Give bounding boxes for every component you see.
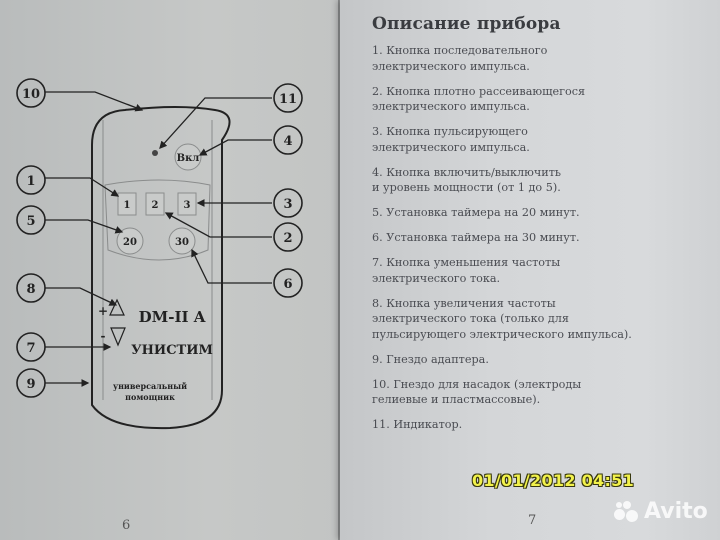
right-page — [340, 0, 720, 540]
minus-button — [110, 327, 126, 347]
page-number-right: 7 — [528, 513, 537, 528]
callout-3 — [273, 188, 303, 218]
callout-6 — [273, 268, 303, 298]
on-button-label: Вкл — [177, 153, 200, 164]
list-item: 6. Установка таймера на 30 минут. — [372, 231, 580, 244]
description-list: 1. Кнопка последовательного электрическо… — [372, 43, 702, 442]
camera-timestamp: 01/01/2012 04:51 — [472, 471, 635, 490]
device-diagram: Вкл 1 2 3 20 30 + - DM-II A УНИСТИМ унив… — [16, 78, 303, 430]
callout-9 — [16, 368, 46, 398]
indicator-led — [152, 150, 158, 156]
tagline-line2: помощник — [125, 392, 175, 402]
leader-8 — [45, 287, 118, 306]
callout-5 — [16, 205, 46, 235]
callout-8 — [16, 273, 46, 303]
list-item: 2. Кнопка плотно рассеивающегося электри… — [372, 84, 586, 114]
model-label: DM-II A — [139, 308, 206, 326]
callout-7 — [16, 332, 46, 362]
leader-11 — [159, 97, 272, 149]
list-item: 11. Индикатор. — [372, 418, 463, 431]
callout-10-label: 10 — [22, 87, 40, 102]
callout-11 — [273, 83, 303, 113]
page-title: Описание прибора — [372, 14, 561, 34]
watermark-text: Avito — [644, 499, 708, 524]
device-body — [91, 106, 231, 430]
callout-4 — [273, 125, 303, 155]
list-item: 8. Кнопка увеличения частоты электрическ… — [372, 296, 632, 341]
button-panel — [104, 179, 211, 261]
page-number-left: 6 — [122, 518, 131, 533]
mode2-button — [145, 192, 165, 216]
leader-1 — [45, 177, 120, 197]
plus-label: + — [98, 304, 108, 318]
mode3-label: 3 — [184, 200, 191, 211]
mode2-label: 2 — [152, 200, 159, 211]
callout-1-label: 1 — [26, 174, 35, 189]
callout-10 — [16, 78, 46, 108]
avito-logo-icon — [614, 500, 640, 523]
timer20-button — [116, 227, 144, 255]
list-item: 1. Кнопка последовательного электрическо… — [372, 44, 548, 73]
callout-4-label: 4 — [283, 134, 292, 149]
leader-2 — [164, 212, 272, 238]
timer30-button — [168, 227, 196, 255]
list-item: 9. Гнездо адаптера. — [372, 352, 489, 366]
on-button — [174, 143, 202, 171]
callout-2-label: 2 — [283, 231, 292, 246]
callout-9-label: 9 — [26, 377, 35, 392]
callout-1 — [16, 165, 46, 195]
leader-6 — [191, 248, 272, 284]
mode3-button — [177, 192, 197, 216]
callout-7-label: 7 — [26, 341, 35, 356]
timer30-label: 30 — [175, 237, 189, 248]
tagline-line1: универсальный — [113, 381, 187, 391]
mode1-label: 1 — [124, 200, 131, 211]
list-item: 10. Гнездо для насадок (электроды гелиев… — [372, 377, 582, 407]
callout-2 — [273, 222, 303, 252]
callout-11-label: 11 — [279, 92, 297, 107]
minus-label: - — [101, 329, 106, 343]
leader-5 — [45, 219, 124, 234]
leader-4 — [198, 139, 272, 156]
list-item: 4. Кнопка включить/выключить и уровень м… — [372, 165, 561, 195]
callout-8-label: 8 — [26, 282, 35, 297]
list-item: 7. Кнопка уменьшения частоты электрическ… — [372, 256, 561, 285]
callout-5-label: 5 — [26, 214, 35, 229]
avito-watermark: Avito — [614, 499, 708, 524]
timer20-label: 20 — [123, 237, 137, 248]
callout-3-label: 3 — [283, 197, 292, 212]
callout-6-label: 6 — [283, 277, 292, 292]
brand-label: УНИСТИМ — [131, 343, 213, 358]
mode1-button — [117, 192, 137, 216]
plus-button — [109, 298, 125, 316]
leader-10 — [45, 91, 144, 112]
list-item: 5. Установка таймера на 20 минут. — [372, 206, 580, 219]
list-item: 3. Кнопка пульсирующего электрического и… — [372, 125, 530, 154]
